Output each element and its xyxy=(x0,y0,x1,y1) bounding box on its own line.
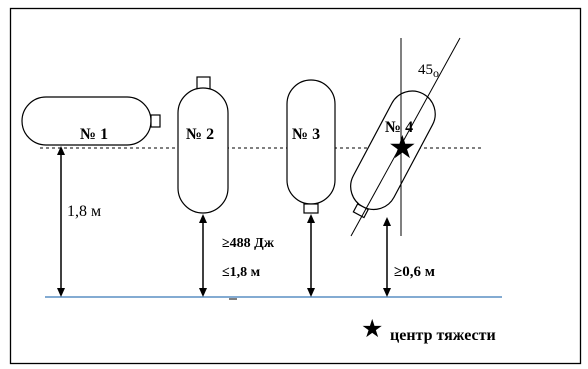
cylinder-1-label: № 1 xyxy=(80,126,108,143)
angle-label: 45 xyxy=(418,62,433,78)
legend: ★ центр тяжести xyxy=(361,316,496,344)
cylinder-4: № 4 45 o ★ xyxy=(350,37,461,237)
legend-star-icon: ★ xyxy=(361,316,383,343)
drop-arrow-2 xyxy=(199,214,207,297)
diagram-border xyxy=(9,7,582,365)
legend-label: центр тяжести xyxy=(390,327,496,344)
height-arrow xyxy=(57,146,65,297)
energy-label: ≥488 Дж xyxy=(222,236,275,251)
cylinder-3: № 3 xyxy=(286,79,336,214)
drop-arrow-4 xyxy=(383,217,391,297)
height-label: 1,8 м xyxy=(67,203,101,220)
min-height-label: ≥0,6 м xyxy=(394,264,435,280)
cylinder-1: № 1 xyxy=(21,96,161,146)
cylinder-3-valve xyxy=(303,203,319,214)
cylinder-2-valve xyxy=(196,76,211,90)
cylinder-2: № 2 xyxy=(177,76,229,214)
drop-height-label: ≤1,8 м xyxy=(222,265,261,280)
cylinder-4-label: № 4 xyxy=(385,119,413,136)
angle-degree-mark: o xyxy=(433,66,439,80)
drop-arrow-3 xyxy=(307,214,315,297)
cylinder-4-valve xyxy=(352,203,370,219)
tilt-axis-line xyxy=(350,37,461,237)
cylinder-2-body xyxy=(177,87,229,214)
cylinder-1-valve xyxy=(150,114,161,128)
center-of-gravity-star: ★ xyxy=(388,129,417,165)
cylinder-2-label: № 2 xyxy=(186,126,214,143)
cylinder-3-label: № 3 xyxy=(292,126,320,143)
